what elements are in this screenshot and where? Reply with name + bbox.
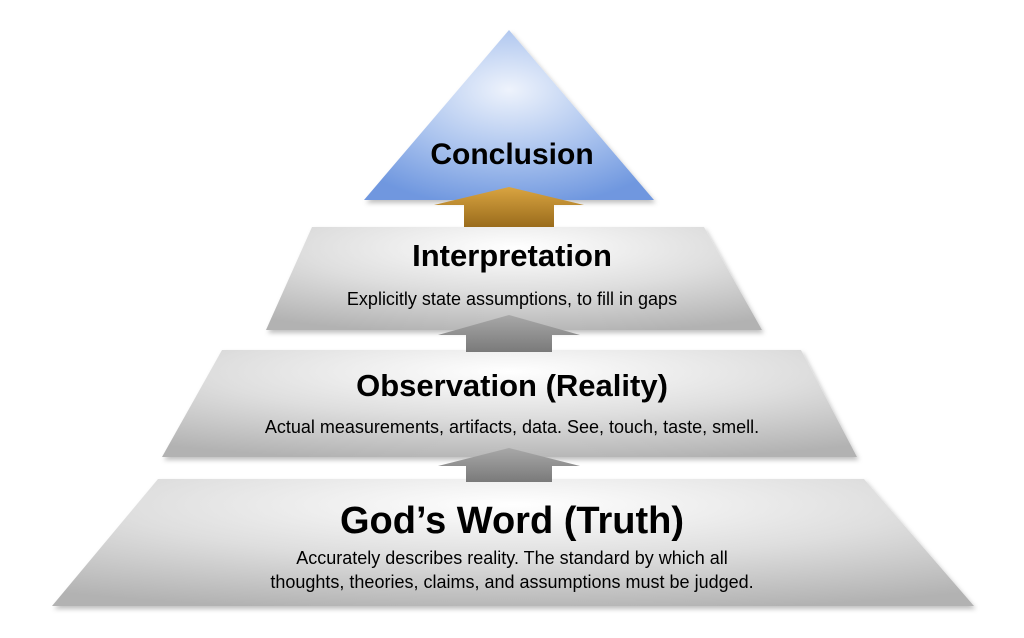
observation-tier bbox=[162, 350, 857, 457]
conclusion-title: Conclusion bbox=[430, 138, 594, 171]
interpretation-description: Explicitly state assumptions, to fill in… bbox=[346, 289, 678, 309]
foundation-description: Accurately describes reality. The standa… bbox=[0, 546, 1024, 594]
observation-description: Actual measurements, artifacts, data. Se… bbox=[264, 417, 760, 437]
observation-title: Observation (Reality) bbox=[356, 368, 668, 403]
conclusion-apex bbox=[364, 30, 654, 200]
interpretation-tier bbox=[266, 227, 762, 330]
foundation-description-line-2: thoughts, theories, claims, and assumpti… bbox=[270, 572, 754, 592]
gray-up-arrow-lower bbox=[438, 448, 580, 482]
gold-up-arrow bbox=[434, 187, 584, 227]
gray-up-arrow-upper bbox=[438, 315, 580, 352]
foundation-title: God’s Word (Truth) bbox=[339, 500, 685, 542]
foundation-description-line-1: Accurately describes reality. The standa… bbox=[296, 548, 728, 568]
interpretation-title: Interpretation bbox=[412, 238, 612, 273]
foundation-tier bbox=[52, 479, 974, 606]
